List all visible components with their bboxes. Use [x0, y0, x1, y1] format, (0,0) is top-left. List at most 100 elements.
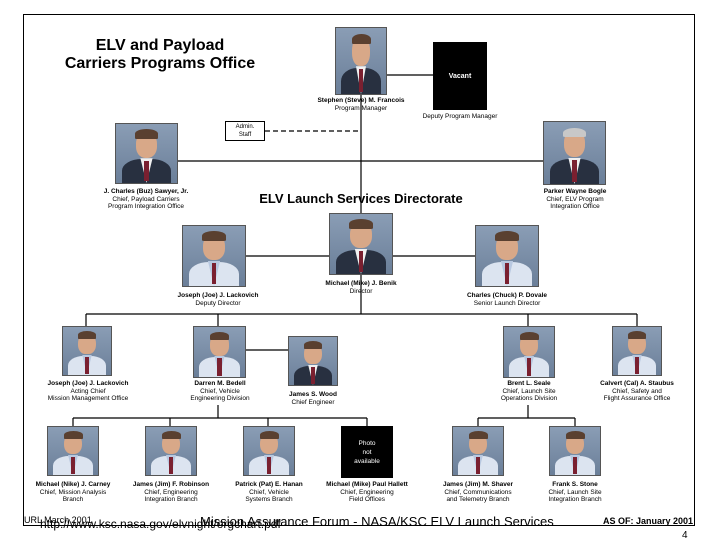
photo-na-line3: available — [354, 457, 380, 465]
caption-sawyer: J. Charles (Buz) Sawyer, Jr. Chief, Payl… — [86, 188, 206, 211]
name-seale: Brent L. Seale — [507, 380, 551, 387]
title1-hallett: Chief, Engineering — [340, 488, 394, 496]
photo-stone — [549, 426, 601, 476]
photo-wood — [288, 336, 338, 386]
vacant-box: Vacant — [433, 42, 487, 110]
name-bedell: Darren M. Bedell — [194, 380, 246, 387]
caption-stone: Frank S. Stone Chief, Launch Site Integr… — [515, 481, 635, 504]
name-lackovich-deputy: Joseph (Joe) J. Lackovich — [177, 292, 259, 299]
photo-robinson — [145, 426, 197, 476]
title1-bedell: Chief, Vehicle — [200, 387, 240, 395]
caption-shaver: James (Jim) M. Shaver Chief, Communicati… — [418, 481, 538, 504]
title-wood: Chief Engineer — [291, 398, 335, 406]
name-shaver: James (Jim) M. Shaver — [442, 481, 514, 488]
directorate-title: ELV Launch Services Directorate — [259, 191, 463, 206]
chart-frame — [23, 14, 695, 526]
caption-carney: Michael (Nike) J. Carney Chief, Mission … — [13, 481, 133, 504]
title2-hanan: Systems Branch — [245, 496, 293, 503]
page-number: 4 — [682, 530, 688, 541]
caption-dovale: Charles (Chuck) P. Dovale Senior Launch … — [447, 292, 567, 307]
office-title-line1: ELV and Payload — [95, 37, 225, 54]
photo-benik — [329, 213, 393, 275]
name-sawyer: J. Charles (Buz) Sawyer, Jr. — [103, 188, 189, 195]
title2-staubus: Flight Assurance Office — [603, 395, 671, 402]
footer-url: http://www.ksc.nasa.gov/elvnight/orgchar… — [40, 517, 281, 531]
admin-staff-line2: Staff — [238, 132, 252, 138]
title2-shaver: and Telemetry Branch — [446, 496, 510, 503]
footer-forum: Mission Assurance Forum - NASA/KSC ELV L… — [200, 514, 554, 529]
photo-carney — [47, 426, 99, 476]
name-benik: Michael (Mike) J. Benik — [325, 280, 397, 287]
title2-bogle: Integration Office — [550, 203, 600, 210]
title-dovale: Senior Launch Director — [473, 299, 541, 307]
title2-sawyer: Program Integration Office — [107, 203, 185, 210]
title-deputy-pm: Deputy Program Manager — [422, 113, 498, 120]
title2-robinson: Integration Branch — [144, 496, 198, 503]
title1-bogle: Chief, ELV Program — [546, 195, 604, 203]
name-lackovich-acting: Joseph (Joe) J. Lackovich — [47, 380, 129, 387]
title1-robinson: Chief, Engineering — [144, 488, 198, 496]
name-robinson: James (Jim) F. Robinson — [132, 481, 210, 488]
name-staubus: Calvert (Cal) A. Staubus — [600, 380, 674, 387]
name-bogle: Parker Wayne Bogle — [543, 188, 607, 195]
title1-staubus: Chief, Safety and — [612, 387, 662, 395]
caption-benik: Michael (Mike) J. Benik Director — [301, 280, 421, 295]
admin-staff-box: Admin. Staff — [225, 121, 265, 141]
footer-as-of: AS OF: January 2001 — [603, 516, 694, 526]
title2-bedell: Engineering Division — [190, 395, 250, 402]
name-stone: Frank S. Stone — [552, 481, 598, 488]
photo-francois — [335, 27, 387, 95]
caption-deputy-pm: Deputy Program Manager — [400, 113, 520, 121]
photo-dovale — [475, 225, 539, 287]
name-francois: Stephen (Steve) M. Francois — [317, 97, 405, 104]
title1-stone: Chief, Launch Site — [548, 488, 602, 496]
title1-shaver: Chief, Communications — [444, 488, 512, 496]
title2-lackovich-acting: Mission Management Office — [47, 395, 129, 402]
title1-lackovich-acting: Acting Chief — [70, 387, 106, 395]
office-title: ELV and Payload Carriers Programs Office — [60, 37, 260, 73]
title2-hallett: Field Offices — [348, 496, 385, 503]
caption-bedell: Darren M. Bedell Chief, Vehicle Engineer… — [160, 380, 280, 403]
name-wood: James S. Wood — [289, 391, 337, 398]
name-hanan: Patrick (Pat) E. Hanan — [235, 481, 303, 488]
caption-hanan: Patrick (Pat) E. Hanan Chief, Vehicle Sy… — [209, 481, 329, 504]
title-benik: Director — [349, 287, 373, 295]
caption-robinson: James (Jim) F. Robinson Chief, Engineeri… — [111, 481, 231, 504]
caption-francois: Stephen (Steve) M. Francois Program Mana… — [291, 97, 431, 112]
photo-staubus — [612, 326, 662, 376]
photo-sawyer — [115, 123, 178, 184]
name-dovale: Charles (Chuck) P. Dovale — [466, 292, 548, 299]
photo-na-line1: Photo — [358, 439, 376, 447]
photo-lackovich-acting — [62, 326, 112, 376]
photo-na-line2: not — [362, 448, 372, 456]
footer-date: URL March 2001 — [24, 515, 92, 525]
photo-bogle — [543, 121, 606, 185]
title-lackovich-deputy: Deputy Director — [195, 299, 241, 307]
caption-lackovich-deputy: Joseph (Joe) J. Lackovich Deputy Directo… — [158, 292, 278, 307]
title1-seale: Chief, Launch Site — [502, 387, 556, 395]
title2-stone: Integration Branch — [548, 496, 602, 503]
caption-wood: James S. Wood Chief Engineer — [253, 391, 373, 406]
photo-not-available-box: Photo not available — [341, 426, 393, 478]
title-francois: Program Manager — [334, 104, 388, 112]
caption-bogle: Parker Wayne Bogle Chief, ELV Program In… — [515, 188, 635, 211]
caption-lackovich-acting: Joseph (Joe) J. Lackovich Acting Chief M… — [28, 380, 148, 403]
caption-hallett: Michael (Mike) Paul Hallett Chief, Engin… — [307, 481, 427, 504]
name-carney: Michael (Nike) J. Carney — [35, 481, 111, 488]
name-hallett: Michael (Mike) Paul Hallett — [326, 481, 408, 488]
title1-sawyer: Chief, Payload Carriers — [112, 195, 180, 203]
admin-staff-line1: Admin. — [235, 124, 255, 130]
title2-seale: Operations Division — [500, 395, 558, 402]
title1-hanan: Chief, Vehicle — [249, 488, 289, 496]
photo-shaver — [452, 426, 504, 476]
office-title-line2: Carriers Programs Office — [64, 55, 256, 72]
title2-carney: Branch — [62, 496, 84, 503]
photo-seale — [503, 326, 555, 378]
caption-seale: Brent L. Seale Chief, Launch Site Operat… — [469, 380, 589, 403]
title1-carney: Chief, Mission Analysis — [39, 488, 107, 496]
photo-lackovich-deputy — [182, 225, 246, 287]
caption-staubus: Calvert (Cal) A. Staubus Chief, Safety a… — [577, 380, 697, 403]
photo-bedell — [193, 326, 246, 378]
photo-hanan — [243, 426, 295, 476]
